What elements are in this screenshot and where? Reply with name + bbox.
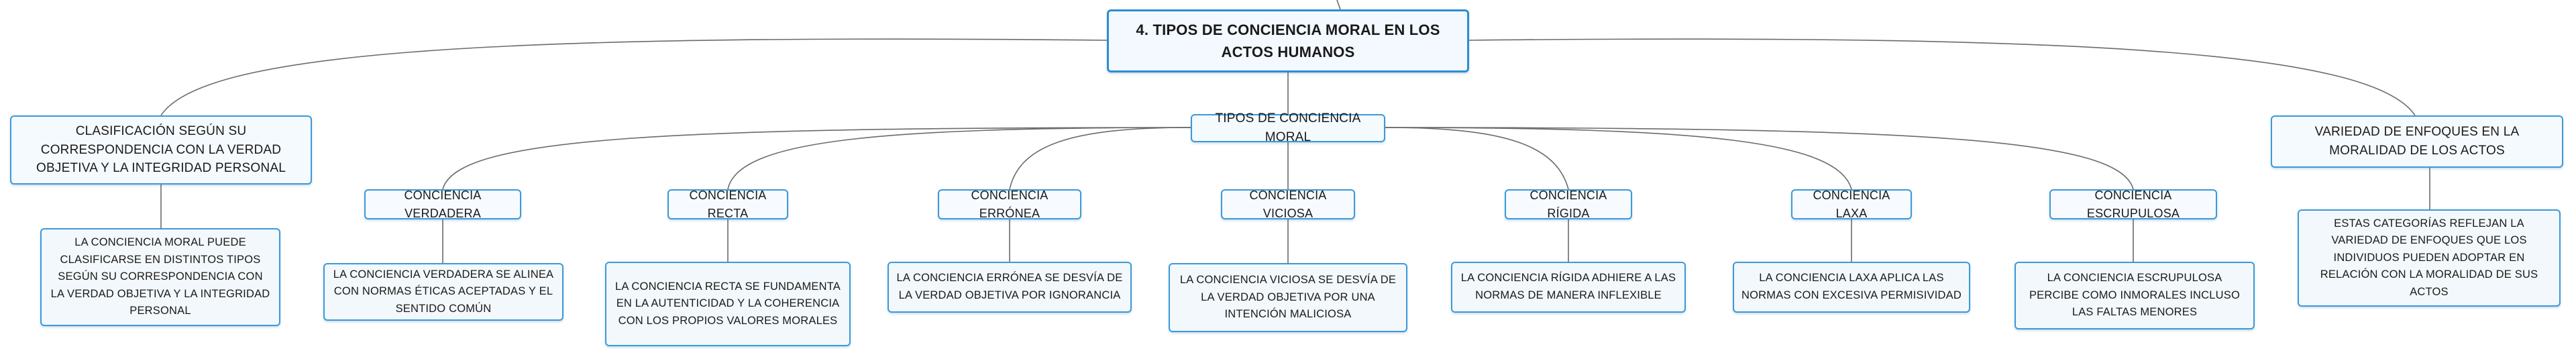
connector-top	[1336, 0, 1341, 10]
branch-variedad[interactable]: VARIEDAD DE ENFOQUES EN LA MORALIDAD DE …	[2271, 115, 2563, 168]
detail-recta[interactable]: LA CONCIENCIA RECTA SE FUNDAMENTA EN LA …	[605, 262, 851, 346]
branch-tipos-label: TIPOS DE CONCIENCIA MORAL	[1215, 111, 1361, 144]
connector-root-left	[160, 38, 1108, 116]
detail-erronea[interactable]: LA CONCIENCIA ERRÓNEA SE DESVÍA DE LA VE…	[888, 262, 1132, 313]
detail-rigida[interactable]: LA CONCIENCIA RÍGIDA ADHIERE A LAS NORMA…	[1451, 262, 1686, 313]
root-topic[interactable]: 4. TIPOS DE CONCIENCIA MORAL EN LOS ACTO…	[1107, 9, 1469, 72]
branch-clasificacion[interactable]: CLASIFICACIÓN SEGÚN SU CORRESPONDENCIA C…	[10, 115, 312, 185]
detail-variedad-label: ESTAS CATEGORÍAS REFLEJAN LA VARIEDAD DE…	[2320, 217, 2538, 298]
detail-verdadera[interactable]: LA CONCIENCIA VERDADERA SE ALINEA CON NO…	[323, 263, 564, 321]
detail-laxa[interactable]: LA CONCIENCIA LAXA APLICA LAS NORMAS CON…	[1733, 262, 1970, 313]
connector-center-type-1	[442, 127, 1191, 190]
type-laxa-label: CONCIENCIA LAXA	[1813, 189, 1890, 220]
type-laxa[interactable]: CONCIENCIA LAXA	[1791, 189, 1912, 220]
detail-viciosa[interactable]: LA CONCIENCIA VICIOSA SE DESVÍA DE LA VE…	[1169, 263, 1407, 332]
detail-escrupulosa-label: LA CONCIENCIA ESCRUPULOSA PERCIBE COMO I…	[2029, 272, 2241, 319]
root-topic-label: 4. TIPOS DE CONCIENCIA MORAL EN LOS ACTO…	[1136, 21, 1440, 60]
type-erronea[interactable]: CONCIENCIA ERRÓNEA	[938, 189, 1081, 220]
connector-root-right	[1468, 38, 2416, 116]
detail-variedad[interactable]: ESTAS CATEGORÍAS REFLEJAN LA VARIEDAD DE…	[2298, 209, 2561, 307]
connector-center-type-3	[1009, 127, 1191, 190]
type-viciosa[interactable]: CONCIENCIA VICIOSA	[1221, 189, 1355, 220]
type-rigida[interactable]: CONCIENCIA RÍGIDA	[1505, 189, 1632, 220]
connector-center-type-5	[1385, 127, 1569, 190]
detail-clasificacion[interactable]: LA CONCIENCIA MORAL PUEDE CLASIFICARSE E…	[40, 228, 280, 326]
type-recta-label: CONCIENCIA RECTA	[689, 189, 767, 220]
type-recta[interactable]: CONCIENCIA RECTA	[667, 189, 788, 220]
detail-viciosa-label: LA CONCIENCIA VICIOSA SE DESVÍA DE LA VE…	[1179, 274, 1397, 321]
branch-variedad-label: VARIEDAD DE ENFOQUES EN LA MORALIDAD DE …	[2314, 125, 2520, 158]
detail-clasificacion-label: LA CONCIENCIA MORAL PUEDE CLASIFICARSE E…	[50, 236, 270, 317]
detail-recta-label: LA CONCIENCIA RECTA SE FUNDAMENTA EN LA …	[614, 280, 841, 327]
detail-verdadera-label: LA CONCIENCIA VERDADERA SE ALINEA CON NO…	[333, 268, 554, 315]
branch-clasificacion-label: CLASIFICACIÓN SEGÚN SU CORRESPONDENCIA C…	[36, 124, 286, 176]
type-erronea-label: CONCIENCIA ERRÓNEA	[971, 189, 1049, 220]
detail-rigida-label: LA CONCIENCIA RÍGIDA ADHIERE A LAS NORMA…	[1460, 272, 1676, 301]
type-viciosa-label: CONCIENCIA VICIOSA	[1249, 189, 1327, 220]
detail-escrupulosa[interactable]: LA CONCIENCIA ESCRUPULOSA PERCIBE COMO I…	[2015, 262, 2255, 329]
connector-center-type-6	[1385, 127, 1852, 190]
detail-laxa-label: LA CONCIENCIA LAXA APLICA LAS NORMAS CON…	[1741, 272, 1962, 301]
connector-center-type-7	[1385, 127, 2134, 190]
type-rigida-label: CONCIENCIA RÍGIDA	[1529, 189, 1607, 220]
detail-erronea-label: LA CONCIENCIA ERRÓNEA SE DESVÍA DE LA VE…	[896, 272, 1123, 301]
branch-tipos[interactable]: TIPOS DE CONCIENCIA MORAL	[1191, 111, 1385, 144]
type-verdadera[interactable]: CONCIENCIA VERDADERA	[364, 189, 521, 220]
type-escrupulosa[interactable]: CONCIENCIA ESCRUPULOSA	[2049, 189, 2217, 220]
type-verdadera-label: CONCIENCIA VERDADERA	[404, 189, 482, 220]
connector-center-type-2	[727, 127, 1191, 190]
type-escrupulosa-label: CONCIENCIA ESCRUPULOSA	[2086, 189, 2180, 220]
